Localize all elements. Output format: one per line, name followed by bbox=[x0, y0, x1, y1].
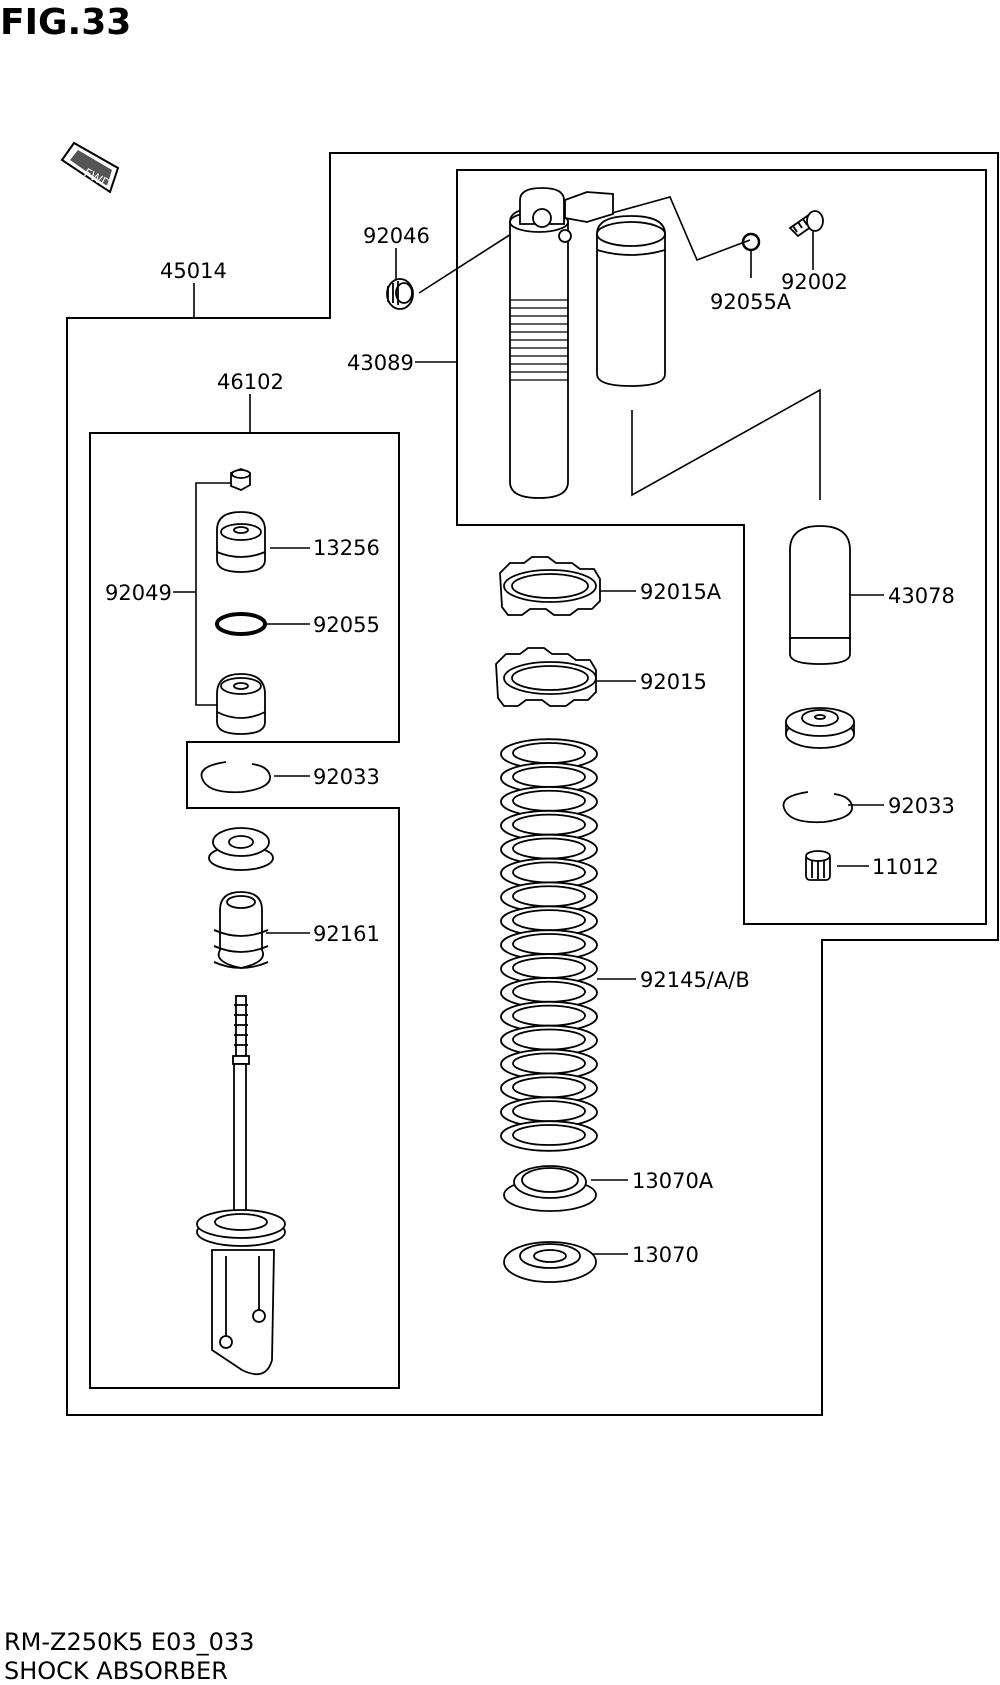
fwd-arrow-icon: FWD bbox=[60, 141, 120, 194]
part-92033-right-circlip bbox=[782, 791, 853, 824]
label-92161: 92161 bbox=[313, 922, 380, 946]
label-13256: 13256 bbox=[313, 536, 380, 560]
label-92055A: 92055A bbox=[710, 290, 792, 314]
label-13070A: 13070A bbox=[632, 1169, 714, 1193]
part-13256 bbox=[216, 511, 266, 573]
figure-title: FIG.33 bbox=[0, 2, 132, 43]
label-92055: 92055 bbox=[313, 613, 380, 637]
spring-coil-inner bbox=[512, 1124, 586, 1146]
label-92015A: 92015A bbox=[640, 580, 722, 604]
group-outline-43089 bbox=[456, 169, 987, 925]
part-92033-left-circlip bbox=[200, 761, 271, 794]
part-reservoir-cap bbox=[785, 707, 855, 749]
part-bump-lower bbox=[216, 673, 266, 735]
part-43078-bladder bbox=[789, 525, 851, 665]
part-92015A-locknut bbox=[499, 556, 601, 616]
label-92145AB: 92145/A/B bbox=[640, 968, 750, 992]
label-43078: 43078 bbox=[888, 584, 955, 608]
label-43089: 43089 bbox=[347, 351, 414, 375]
label-92033-left: 92033 bbox=[313, 765, 380, 789]
part-11012-bearing bbox=[805, 850, 831, 881]
label-45014: 45014 bbox=[160, 259, 227, 283]
part-92055A-oring bbox=[741, 232, 761, 252]
part-washer-seat bbox=[208, 827, 274, 871]
part-13070A-seat bbox=[503, 1165, 597, 1212]
group-outline-45014 bbox=[66, 152, 999, 1416]
footer-name: SHOCK ABSORBER bbox=[4, 1657, 228, 1685]
label-92015: 92015 bbox=[640, 670, 707, 694]
label-92002: 92002 bbox=[781, 270, 848, 294]
group-outline-46102 bbox=[89, 432, 400, 1389]
part-92055-oring bbox=[215, 612, 267, 636]
part-13070-guide bbox=[503, 1241, 597, 1283]
label-92046: 92046 bbox=[363, 224, 430, 248]
label-13070: 13070 bbox=[632, 1243, 699, 1267]
footer-code: RM-Z250K5 E03_033 bbox=[4, 1628, 255, 1656]
label-92049: 92049 bbox=[105, 581, 172, 605]
part-43089-shock-body bbox=[509, 187, 614, 499]
label-11012: 11012 bbox=[872, 855, 939, 879]
part-92161-bumper bbox=[213, 891, 269, 969]
label-92033-right: 92033 bbox=[888, 794, 955, 818]
part-92145-spring bbox=[500, 738, 598, 1152]
part-92046-bearing bbox=[386, 278, 414, 310]
part-92002-bolt bbox=[788, 210, 824, 238]
part-piston-rod bbox=[196, 995, 286, 1376]
label-46102: 46102 bbox=[217, 370, 284, 394]
part-reservoir bbox=[596, 215, 666, 387]
part-nut bbox=[230, 468, 251, 491]
part-92015-adjuster bbox=[495, 647, 597, 707]
